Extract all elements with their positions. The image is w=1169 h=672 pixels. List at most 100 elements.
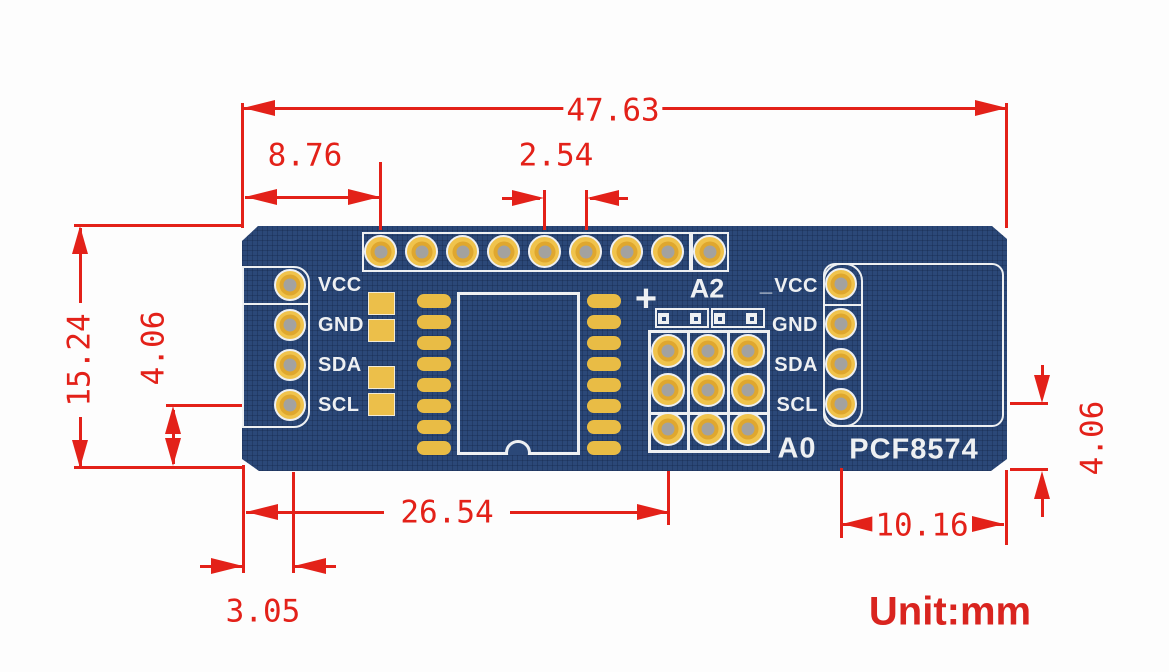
pin-hole [284,279,297,292]
jumper-pad-dot [718,317,722,321]
plus-label: + [634,278,658,320]
smd-pad [368,366,395,389]
ic-pad [417,420,451,434]
dim-right-span: 10.16 [872,510,972,542]
smd-pad [368,292,395,315]
pin-hole [742,423,755,436]
extension-line [543,190,546,230]
pin-hole [835,358,848,371]
left-pin-vcc [274,269,306,301]
pin-hole [284,319,297,332]
pin-hole [835,318,848,331]
smd-pad [368,393,395,416]
header-pin [405,235,438,268]
ic-pad [587,294,621,308]
ic-pad [587,399,621,413]
grid-pin [731,412,765,446]
arrowhead [211,558,243,574]
dim-header-offset: 8.76 [264,140,346,172]
extension-line [74,224,242,227]
dim-grid-span: 26.54 [397,497,497,529]
minus-label: _ [759,271,773,296]
dim-left-edge-to-pins: 3.05 [222,596,304,628]
arrowhead [165,406,181,434]
dim-line-26-54 [246,511,384,514]
pin-hole [662,423,675,436]
extension-line [1010,402,1048,405]
right-connector-outline [823,263,863,427]
extension-line [242,465,245,573]
arrowhead [243,100,275,116]
left-connector-outline [242,266,310,428]
arrowhead [165,438,181,466]
grid-pin [651,412,685,446]
pin-hole [703,245,716,258]
left-pin-label-gnd: GND [318,314,364,336]
jumper-pad-dot [662,317,666,321]
header-pin [569,235,602,268]
jumper-pad-dot [750,317,754,321]
extension-line [840,468,843,538]
right-pin-vcc [825,268,857,300]
ic-notch [504,439,532,455]
left-pin-sda [274,349,306,381]
pin-hole [284,399,297,412]
header-pin [446,235,479,268]
pin-hole [497,245,510,258]
arrowhead [72,440,88,468]
left-connector-divider [242,303,310,305]
top-header-outline [362,232,691,272]
ic-pad [417,378,451,392]
grid-pin [691,334,725,368]
pin-hole [702,423,715,436]
arrowhead [975,100,1007,116]
dim-line-15-24 [79,228,82,303]
pin-hole [415,245,428,258]
ic-pad [417,357,451,371]
extension-line [1005,103,1008,228]
arrowhead [637,504,669,520]
ic-pad [587,441,621,455]
arrowhead [587,190,619,206]
dim-left-pin-bottom-offset: 4.06 [136,307,172,389]
ic-pad [587,378,621,392]
pin-hole [284,359,297,372]
header-pin [487,235,520,268]
header-pin [610,235,643,268]
jumper-pad-dot [694,317,698,321]
extension-line [292,472,295,573]
address-grid-outline [648,330,770,453]
header-pin [528,235,561,268]
jumper-footprint [711,308,765,328]
left-pin-label-vcc: VCC [318,274,362,296]
ic-pad [417,441,451,455]
arrowhead [246,504,278,520]
extension-line [1010,468,1048,471]
dim-board-height: 15.24 [62,310,98,410]
right-pin-label-gnd: GND [772,314,818,336]
dim-right-pin-bottom-offset: 4.06 [1075,397,1111,479]
arrowhead [294,558,326,574]
header-pin [364,235,397,268]
pcb-board: VCC GND SDA SCL + A2 _ [242,226,1007,471]
pin-hole [835,398,848,411]
pin-hole [579,245,592,258]
right-connector-divider [823,304,863,306]
extension-line [166,404,242,407]
arrowhead [972,516,1004,532]
grid-line [727,330,730,453]
chip-prefix-label: A0 [777,432,817,465]
unit-label: Unit:mm [868,589,1032,634]
extension-line [667,471,670,525]
grid-pin [691,373,725,407]
jumper-pad [746,313,757,324]
pin-hole [662,384,675,397]
arrowhead [1034,375,1050,403]
arrowhead [1034,471,1050,499]
pin-hole [620,245,633,258]
left-pin-scl [274,389,306,421]
dim-line-47-63 [661,107,1007,110]
grid-pin [731,373,765,407]
pin-hole [742,384,755,397]
dim-line-8-76 [245,196,379,199]
